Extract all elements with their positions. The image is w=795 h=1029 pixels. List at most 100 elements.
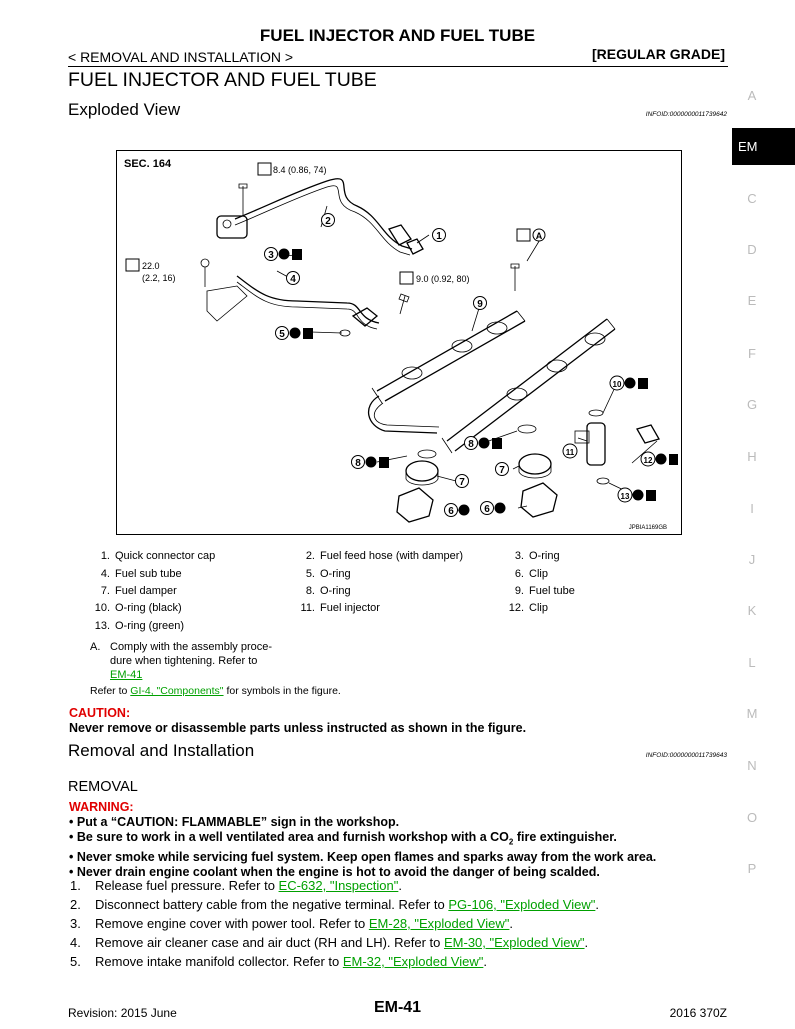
clip-left-drawing: [396, 487, 434, 523]
fuel-tube-lower-outline: [454, 328, 616, 452]
callout-8-left: 8: [355, 458, 361, 469]
side-index-em[interactable]: EM: [732, 128, 795, 165]
warning-item: • Never drain engine coolant when the en…: [69, 864, 600, 879]
footer-page-number: EM-41: [373, 999, 422, 1016]
side-index-n[interactable]: N: [747, 758, 757, 773]
side-index-o[interactable]: O: [746, 810, 758, 825]
torque-spec-2a: 22.0: [142, 261, 160, 271]
fuel-damper-left-drawing: [405, 460, 439, 482]
symbols-reference: Refer to GI-4, "Components" for symbols …: [90, 685, 341, 697]
fuel-feed-hose-outline: [234, 185, 411, 256]
removal-installation-infoid: INFOID:0000000011739643: [645, 752, 727, 759]
bolt-mid-drawing: [398, 293, 410, 315]
legend-item-a: A.Comply with the assembly proce- dure w…: [90, 641, 273, 681]
torque-spec-2b: (2.2, 16): [142, 273, 176, 283]
fuel-injector-drawing: [586, 422, 606, 466]
bolt-a-drawing: [510, 263, 520, 291]
injector-boss-lower-2: [546, 359, 568, 373]
injector-boss-upper-2: [451, 339, 473, 353]
exploded-view-diagram: 8.4 (0.86, 74) 22.0 (2.2, 16) 9.0 (0.92,…: [125, 162, 678, 523]
warning-item: • Be sure to work in a well ventilated a…: [69, 830, 617, 847]
fuel-tube-upper-outline: [384, 320, 526, 402]
hose-damper-drawing: [216, 215, 248, 239]
em-32-link[interactable]: EM-32, "Exploded View": [342, 954, 484, 969]
torque-icon-3: [399, 271, 414, 285]
side-index-c[interactable]: C: [747, 191, 757, 206]
step-item: 4.Remove air cleaner case and air duct (…: [70, 935, 589, 950]
figure-section-label: SEC. 164: [124, 158, 172, 170]
fuel-sub-tube-outline: [236, 281, 378, 330]
side-index-k[interactable]: K: [747, 603, 757, 618]
step-item: 3.Remove engine cover with power tool. R…: [70, 916, 513, 931]
side-index-j[interactable]: J: [748, 552, 756, 567]
bracket-bolt: [200, 258, 210, 268]
fuel-tube-upper-end: [371, 310, 526, 404]
step-item: 1.Release fuel pressure. Refer to EC-632…: [70, 878, 402, 893]
exploded-view-figure: SEC. 164: [116, 150, 682, 535]
em-30-link[interactable]: EM-30, "Exploded View": [444, 935, 585, 950]
fuel-tube-bend-outline: [374, 402, 440, 428]
fuel-damper-left-body: [405, 471, 439, 486]
callout-6-right: 6: [484, 504, 490, 515]
side-index-p[interactable]: P: [747, 861, 757, 876]
fuel-injector-connector: [574, 430, 590, 444]
footer-revision: Revision: 2015 June: [68, 1006, 177, 1020]
removal-heading: REMOVAL: [68, 779, 138, 795]
pg-106-link[interactable]: PG-106, "Exploded View": [448, 897, 596, 912]
torque-spec-3: 9.0 (0.92, 80): [416, 274, 470, 284]
em-28-link[interactable]: EM-28, "Exploded View": [368, 916, 510, 931]
clip-right-drawing: [520, 482, 558, 518]
fuel-sub-tube-drawing: [236, 275, 380, 324]
fuel-tube-bend-drawing: [368, 395, 438, 434]
warning-heading: WARNING:: [69, 800, 134, 814]
callout-2: 2: [325, 216, 331, 227]
torque-mark-a: A: [536, 231, 543, 241]
header-rule: [68, 66, 728, 67]
side-index-e[interactable]: E: [747, 293, 757, 308]
side-index-h[interactable]: H: [747, 449, 757, 464]
exploded-view-title: Exploded View: [68, 100, 181, 119]
callout-8-right: 8: [468, 439, 474, 450]
do-not-reuse-icons: [278, 248, 678, 516]
caution-heading: CAUTION:: [69, 706, 131, 720]
fuel-damper-right-body: [518, 464, 552, 479]
quick-connector-drawing: [388, 224, 412, 246]
side-index-g[interactable]: G: [746, 397, 758, 412]
figure-code: JPBIA1169GB: [628, 525, 667, 531]
header-subtitle: < REMOVAL AND INSTALLATION >: [68, 49, 294, 65]
bolt-top-drawing: [238, 183, 248, 216]
side-index-d[interactable]: D: [747, 242, 757, 257]
warning-item: • Never smoke while servicing fuel syste…: [69, 849, 657, 864]
bracket-drawing: [206, 285, 248, 322]
injector-boss-upper-3: [486, 321, 508, 335]
injector-boss-upper-1: [401, 366, 423, 380]
side-index-l[interactable]: L: [748, 655, 756, 670]
torque-spec-1: 8.4 (0.86, 74): [273, 165, 327, 175]
callout-5: 5: [279, 329, 285, 340]
ec-632-inspection-link[interactable]: EC-632, "Inspection": [278, 878, 399, 893]
exploded-view-infoid: INFOID:0000000011739642: [645, 111, 727, 118]
warning-list: • Put a “CAUTION: FLAMMABLE” sign in the…: [69, 815, 656, 880]
callout-12: 12: [644, 456, 653, 465]
side-index-m[interactable]: M: [746, 706, 758, 721]
section-title: FUEL INJECTOR AND FUEL TUBE: [68, 69, 377, 91]
em-41-link[interactable]: EM-41: [110, 669, 143, 681]
header-title: FUEL INJECTOR AND FUEL TUBE: [259, 26, 536, 45]
callout-10: 10: [613, 380, 622, 389]
o-ring-13-drawing: [596, 477, 610, 485]
torque-icon-a: [516, 228, 531, 242]
callout-13: 13: [621, 492, 630, 501]
gi-4-components-link[interactable]: GI-4, "Components": [130, 685, 224, 697]
removal-installation-title: Removal and Installation: [68, 741, 255, 760]
caution-text: Never remove or disassemble parts unless…: [69, 721, 527, 735]
torque-icon-1: [257, 162, 272, 176]
step-item: 5.Remove intake manifold collector. Refe…: [70, 954, 487, 969]
side-index-i[interactable]: I: [750, 501, 754, 516]
fuel-tube-lower-end: [441, 318, 616, 454]
side-index-a[interactable]: A: [747, 88, 757, 103]
callout-11: 11: [566, 448, 575, 457]
side-index-f[interactable]: F: [748, 346, 756, 361]
fuel-damper-right-drawing: [518, 453, 552, 475]
quick-connector-cap-drawing: [406, 238, 424, 255]
header-grade: [REGULAR GRADE]: [592, 46, 725, 62]
